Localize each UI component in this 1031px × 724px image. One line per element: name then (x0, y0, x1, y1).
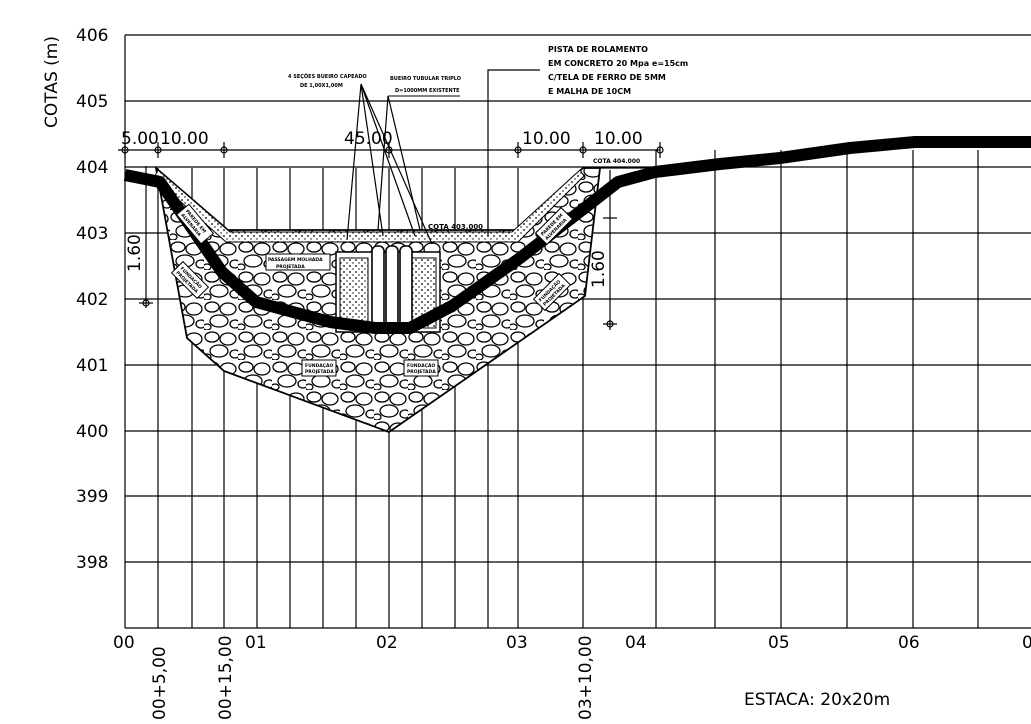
x-tick-label: 05 (768, 633, 790, 653)
y-tick-label: 406 (76, 26, 108, 46)
x-tick-label: 02 (376, 633, 398, 653)
x-tick-label: 04 (625, 633, 647, 653)
box-label-fundacao-left: FUNDAÇÃO PROJETADA (301, 359, 337, 377)
box-fundacao-left-line-1: FUNDAÇÃO (305, 362, 333, 369)
x-sub-tick-label: 00+15,00 (216, 635, 236, 720)
y-tick-label: 401 (76, 356, 108, 376)
y-tick-label: 403 (76, 224, 108, 244)
y-tick-label: 400 (76, 422, 108, 442)
box-fundacao-right-line-2: PROJETADA (407, 369, 436, 375)
note-cota-403: COTA 403.000 (428, 223, 483, 231)
box-fundacao-left-line-2: PROJETADA (305, 369, 334, 375)
dimension-label: 10.00 (522, 129, 571, 149)
note-celulas: 4 SEÇÕES BUEIRO CAPEADO DE 1,00X1,00M (288, 73, 367, 89)
note-bueiro-line-2: D=1000MM EXISTENTE (395, 88, 460, 94)
y-tick-label: 402 (76, 290, 108, 310)
x-tick-label: 03 (506, 633, 528, 653)
note-celulas-line-2: DE 1,00X1,00M (300, 83, 343, 89)
note-pista-line-1: PISTA DE ROLAMENTO (548, 45, 648, 54)
box-label-passagem: PASSAGEM MOLHADA PROJETADA (265, 253, 331, 271)
y-axis: COTAS (m) 406 405 404 403 402 401 400 399 398 (42, 26, 108, 573)
dimension-chain (118, 142, 664, 158)
x-tick-label: 00 (113, 633, 135, 653)
dimension-node (154, 146, 162, 154)
dimension-node (656, 146, 664, 154)
box-label-fundacao-right: FUNDAÇÃO PROJETADA (403, 359, 439, 377)
dimension-label: 5.00 (121, 129, 159, 149)
dimension-node (579, 146, 587, 154)
dimension-label: 10.00 (594, 129, 643, 149)
y-axis-label: COTAS (m) (42, 36, 62, 128)
y-tick-label: 405 (76, 92, 108, 112)
box-label-fundacao-slope-right: FUNDAÇÃO PROJETADA (532, 272, 572, 312)
note-bueiro: BUEIRO TUBULAR TRIPLO D=1000MM EXISTENTE (388, 76, 461, 97)
ground-profile-line (123, 136, 1031, 334)
vertical-dimension-right: 1.60 (589, 170, 617, 330)
stake-label: ESTACA: 20x20m (744, 690, 890, 710)
y-tick-label: 399 (76, 487, 108, 507)
x-tick-label: 0 (1022, 633, 1031, 653)
x-sub-tick-label: 03+10,00 (576, 635, 596, 720)
dimension-label: 10.00 (160, 129, 209, 149)
x-axis: 00 01 02 03 04 05 06 0 00+5,00 00+15,00 03+10,00 (113, 633, 1031, 720)
dimension-node (121, 146, 129, 154)
vertical-dimension-left: 1.60 (125, 166, 153, 308)
note-pista-line-3: C/TELA DE FERRO DE 5MM (548, 73, 666, 82)
box-passagem-line-1: PASSAGEM MOLHADA (268, 257, 323, 263)
vertical-dim-label-left: 1.60 (125, 234, 145, 272)
y-tick-label: 404 (76, 158, 108, 178)
note-pista-line-2: EM CONCRETO 20 Mpa e=15cm (548, 59, 688, 68)
box-fundacao-right-line-1: FUNDAÇÃO (407, 362, 435, 369)
y-tick-label: 398 (76, 553, 108, 573)
x-tick-label: 06 (898, 633, 920, 653)
box-passagem-line-2: PROJETADA (276, 264, 305, 270)
vertical-dim-label-right: 1.60 (589, 250, 609, 288)
dimension-node (220, 146, 228, 154)
note-celulas-line-1: 4 SEÇÕES BUEIRO CAPEADO (288, 73, 367, 80)
note-pista: PISTA DE ROLAMENTO EM CONCRETO 20 Mpa e=… (548, 45, 688, 96)
x-tick-label: 01 (245, 633, 267, 653)
leader-lines (346, 69, 672, 245)
x-sub-tick-label: 00+5,00 (150, 646, 170, 720)
note-cota-404: COTA 404.000 (593, 158, 640, 165)
note-bueiro-line-1: BUEIRO TUBULAR TRIPLO (390, 76, 461, 82)
dimension-node (514, 146, 522, 154)
note-pista-line-4: E MALHA DE 10CM (548, 87, 631, 96)
